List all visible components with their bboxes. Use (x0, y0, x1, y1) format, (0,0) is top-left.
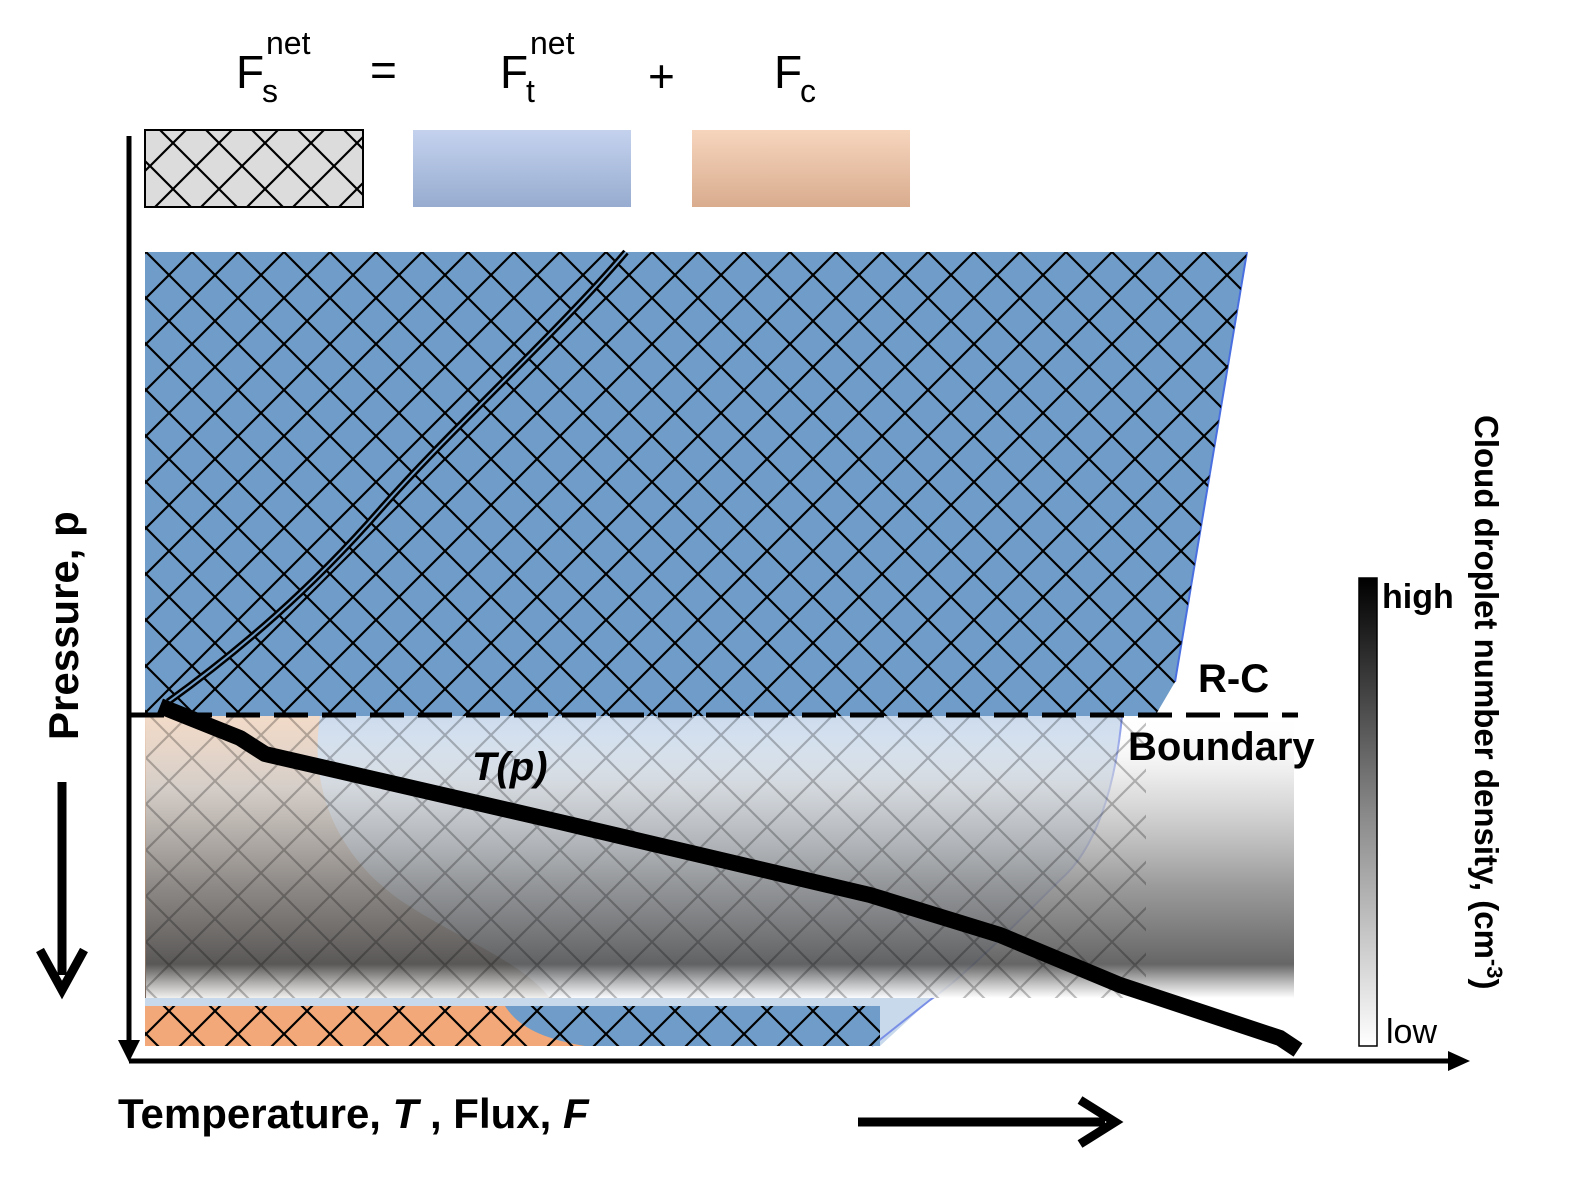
temperature-arrow-head (1077, 1096, 1124, 1148)
equation-lhs-sub: s (262, 73, 278, 109)
pressure-arrow-head (36, 947, 88, 1000)
equation-term1-sub: t (526, 73, 535, 109)
x-axis-arrowhead (1448, 1051, 1470, 1071)
temperature-profile-label: T(p) (472, 745, 548, 789)
equation-lhs-sup: net (266, 25, 311, 61)
colorbar-gradient (1358, 577, 1378, 1047)
equation-plus: + (648, 50, 675, 102)
radiative-hatch (145, 252, 1247, 716)
rc-boundary-label-line1: R-C (1198, 657, 1269, 701)
equation-term1-base: F (500, 46, 528, 98)
colorbar-title: Cloud droplet number density, (cm-3) (1468, 415, 1507, 989)
equation-term2-base: F (774, 46, 802, 98)
temperature-profile-lower (157, 698, 1303, 1057)
legend (144, 129, 910, 208)
colorbar: high low Cloud droplet number density, (… (1358, 415, 1507, 1051)
equation-equals: = (370, 44, 397, 96)
legend-swatch-total-flux (413, 130, 631, 207)
x-axis-label: Temperature, T , Flux, F (118, 1090, 590, 1137)
legend-swatch-convective-flux (692, 130, 910, 207)
bottom-hatch (145, 1006, 880, 1046)
y-axis-arrowhead (118, 1040, 140, 1062)
flux-equation: F s net = F t net + F c (236, 25, 816, 109)
equation-lhs-base: F (236, 46, 264, 98)
y-axis-label: Pressure, p (40, 511, 87, 740)
rc-boundary-label-line2: Boundary (1128, 725, 1315, 769)
colorbar-high-label: high (1382, 578, 1454, 616)
legend-swatch-net-flux-hatch (144, 129, 364, 208)
equation-term1-sup: net (530, 25, 575, 61)
colorbar-low-label: low (1386, 1013, 1437, 1051)
equation-term2-sub: c (800, 73, 816, 109)
